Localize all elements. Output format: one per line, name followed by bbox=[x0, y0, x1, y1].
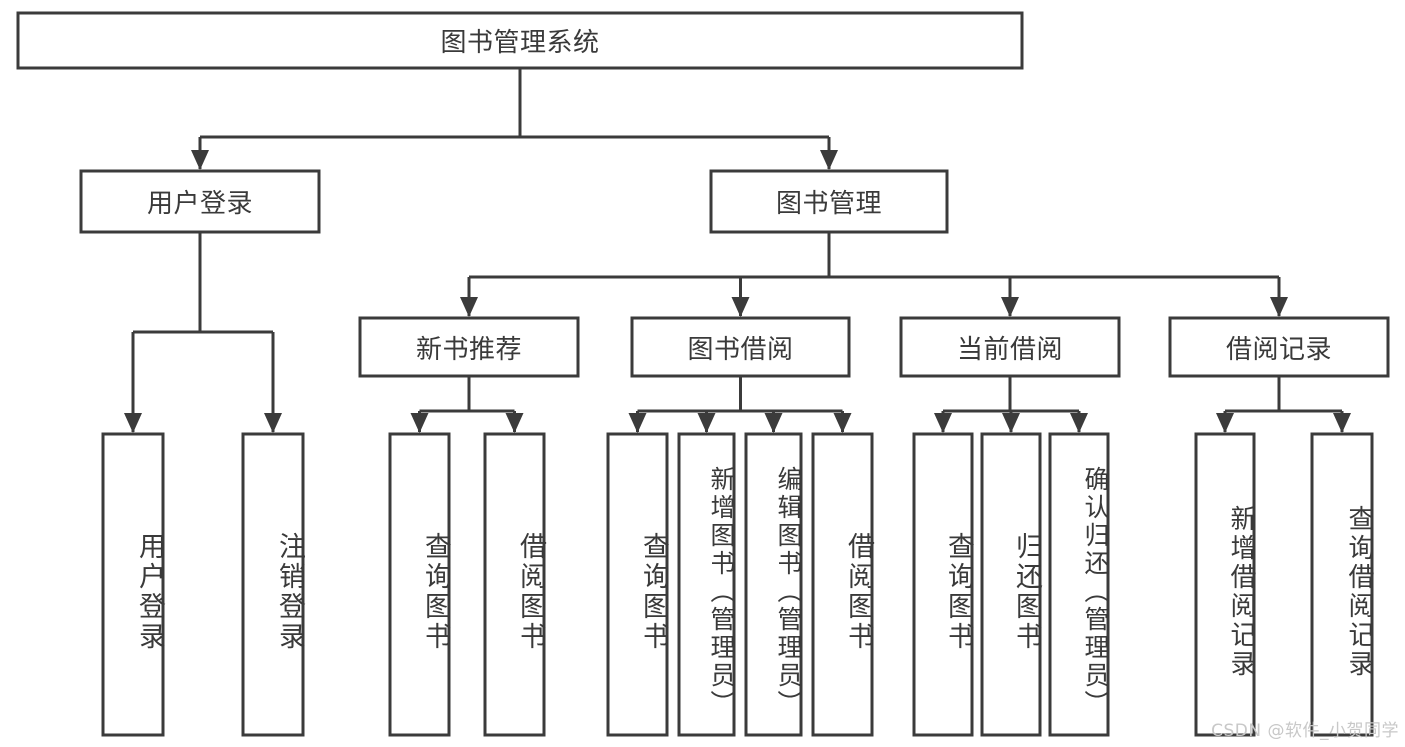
node-box-new-book-rec[interactable] bbox=[358, 316, 580, 378]
node-box-leaf-cur-confirm-return[interactable] bbox=[1048, 432, 1110, 737]
arrow-new-book-rec-to-leaf-rec-query-book bbox=[410, 413, 429, 433]
node-box-book-manage[interactable] bbox=[709, 169, 949, 234]
node-box-leaf-cur-return-book[interactable] bbox=[980, 432, 1042, 737]
node-box-root[interactable] bbox=[16, 11, 1024, 70]
arrow-borrow-record-to-leaf-rec-query-record bbox=[1333, 413, 1351, 433]
arrow-book-borrow-to-leaf-borrow-query-book bbox=[628, 413, 647, 433]
node-box-leaf-rec-query-record[interactable] bbox=[1310, 432, 1374, 737]
arrow-new-book-rec-to-leaf-rec-borrow-book bbox=[505, 413, 524, 433]
node-box-current-borrow[interactable] bbox=[899, 316, 1121, 378]
node-box-leaf-user-login[interactable] bbox=[101, 432, 165, 737]
arrow-current-borrow-to-leaf-cur-confirm-return bbox=[1070, 413, 1088, 433]
arrow-book-borrow-to-leaf-borrow-add-book bbox=[697, 413, 716, 433]
node-box-borrow-record[interactable] bbox=[1168, 316, 1390, 378]
node-box-leaf-rec-add-record[interactable] bbox=[1194, 432, 1256, 737]
arrow-book-manage-to-borrow-record bbox=[1270, 297, 1288, 317]
node-box-leaf-borrow-edit-book[interactable] bbox=[744, 432, 803, 737]
arrow-book-manage-to-book-borrow bbox=[731, 297, 750, 317]
box-layer bbox=[16, 11, 1390, 737]
node-box-book-borrow[interactable] bbox=[630, 316, 851, 378]
arrow-root-to-book-manage bbox=[820, 150, 838, 170]
arrow-current-borrow-to-leaf-cur-return-book bbox=[1002, 413, 1020, 433]
connector-layer bbox=[124, 68, 1351, 433]
arrow-user-login-to-leaf-user-logout bbox=[264, 413, 282, 433]
node-box-leaf-cur-query-book[interactable] bbox=[912, 432, 974, 737]
arrow-user-login-to-leaf-user-login bbox=[124, 413, 142, 433]
node-box-user-login[interactable] bbox=[79, 169, 321, 234]
arrow-book-manage-to-current-borrow bbox=[1001, 297, 1019, 317]
node-box-leaf-rec-borrow-book[interactable] bbox=[483, 432, 546, 737]
node-box-leaf-rec-query-book[interactable] bbox=[388, 432, 451, 737]
arrow-root-to-user-login bbox=[191, 150, 209, 170]
node-box-leaf-borrow-query-book[interactable] bbox=[606, 432, 669, 737]
arrow-book-manage-to-new-book-rec bbox=[460, 297, 478, 317]
arrow-book-borrow-to-leaf-borrow-edit-book bbox=[764, 413, 783, 433]
node-box-leaf-user-logout[interactable] bbox=[241, 432, 305, 737]
arrow-current-borrow-to-leaf-cur-query-book bbox=[934, 413, 952, 433]
node-box-leaf-borrow-borrow-book[interactable] bbox=[811, 432, 874, 737]
node-box-leaf-borrow-add-book[interactable] bbox=[677, 432, 736, 737]
arrow-book-borrow-to-leaf-borrow-borrow-book bbox=[833, 413, 852, 433]
arrow-borrow-record-to-leaf-rec-add-record bbox=[1216, 413, 1234, 433]
